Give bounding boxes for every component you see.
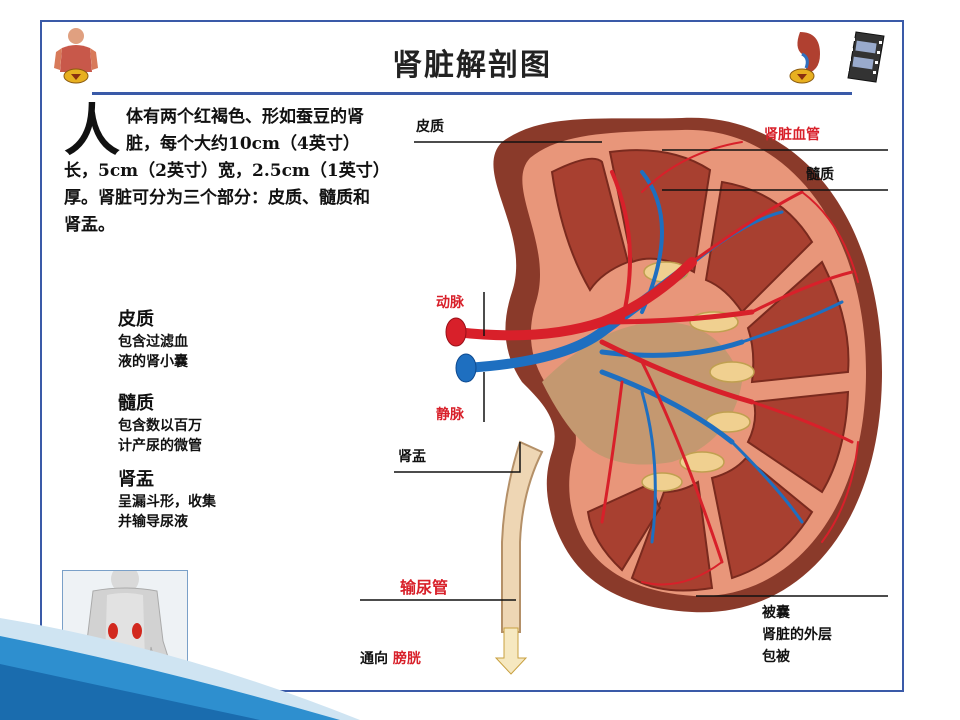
label-capsule: 被囊 肾脏的外层 包被 [762, 602, 832, 668]
capsule-line: 肾脏的外层 [762, 627, 832, 643]
corner-swoosh-decoration [0, 618, 360, 720]
section-line: 包含数以百万 [118, 418, 202, 434]
drop-cap: 人 [64, 98, 120, 164]
section-cortex: 皮质 包含过滤血 液的肾小囊 [118, 308, 188, 372]
page-title: 肾脏解剖图 [392, 48, 552, 83]
label-pelvis: 肾盂 [398, 449, 426, 465]
title-divider [92, 92, 852, 95]
kidney-cross-section-illustration [360, 117, 888, 675]
renal-arteries [451, 141, 859, 586]
label-leader-lines [360, 141, 888, 601]
label-to-prefix: 通向 [360, 651, 388, 667]
label-artery: 动脉 [436, 295, 464, 311]
section-line: 液的肾小囊 [118, 354, 188, 370]
label-vein: 静脉 [436, 407, 464, 423]
slide-frame: 肾脏解剖图 人体有两个红褐色、形如蚕豆的肾脏，每个大约10cm（4英寸）长，5c… [40, 20, 904, 692]
kidney-right-marker [132, 623, 142, 639]
intro-text: 体有两个红褐色、形如蚕豆的肾脏，每个大约10cm（4英寸）长，5cm（2英寸）宽… [64, 107, 382, 235]
artery-opening [445, 317, 467, 347]
label-ureter: 输尿管 [400, 578, 449, 597]
label-bladder: 膀胱 [392, 651, 421, 667]
section-heading: 皮质 [118, 309, 154, 330]
capsule-line: 包被 [762, 649, 790, 665]
section-heading: 肾盂 [118, 469, 154, 490]
label-renal-vessels: 肾脏血管 [764, 127, 820, 143]
section-line: 呈漏斗形，收集 [118, 494, 216, 510]
section-medulla: 髓质 包含数以百万 计产尿的微管 [118, 392, 202, 456]
medulla-pyramids [550, 149, 850, 592]
vein-opening [455, 353, 477, 383]
kidney-icon[interactable] [780, 28, 830, 90]
capsule-title: 被囊 [762, 605, 790, 621]
label-cortex: 皮质 [416, 119, 444, 135]
section-heading: 髓质 [118, 393, 154, 414]
section-line: 包含过滤血 [118, 334, 188, 350]
label-to-bladder: 通向 膀胱 [360, 648, 421, 668]
section-line: 计产尿的微管 [118, 438, 202, 454]
intro-paragraph: 人体有两个红褐色、形如蚕豆的肾脏，每个大约10cm（4英寸）长，5cm（2英寸）… [64, 98, 382, 239]
ureter-tube [501, 440, 544, 633]
film-reel-icon[interactable] [842, 26, 894, 90]
label-medulla: 髓质 [806, 167, 834, 183]
section-line: 并输导尿液 [118, 514, 188, 530]
kidney-left-marker [108, 623, 118, 639]
section-pelvis: 肾盂 呈漏斗形，收集 并输导尿液 [118, 468, 216, 532]
down-arrow-icon [494, 627, 528, 675]
human-body-icon[interactable] [48, 26, 104, 90]
